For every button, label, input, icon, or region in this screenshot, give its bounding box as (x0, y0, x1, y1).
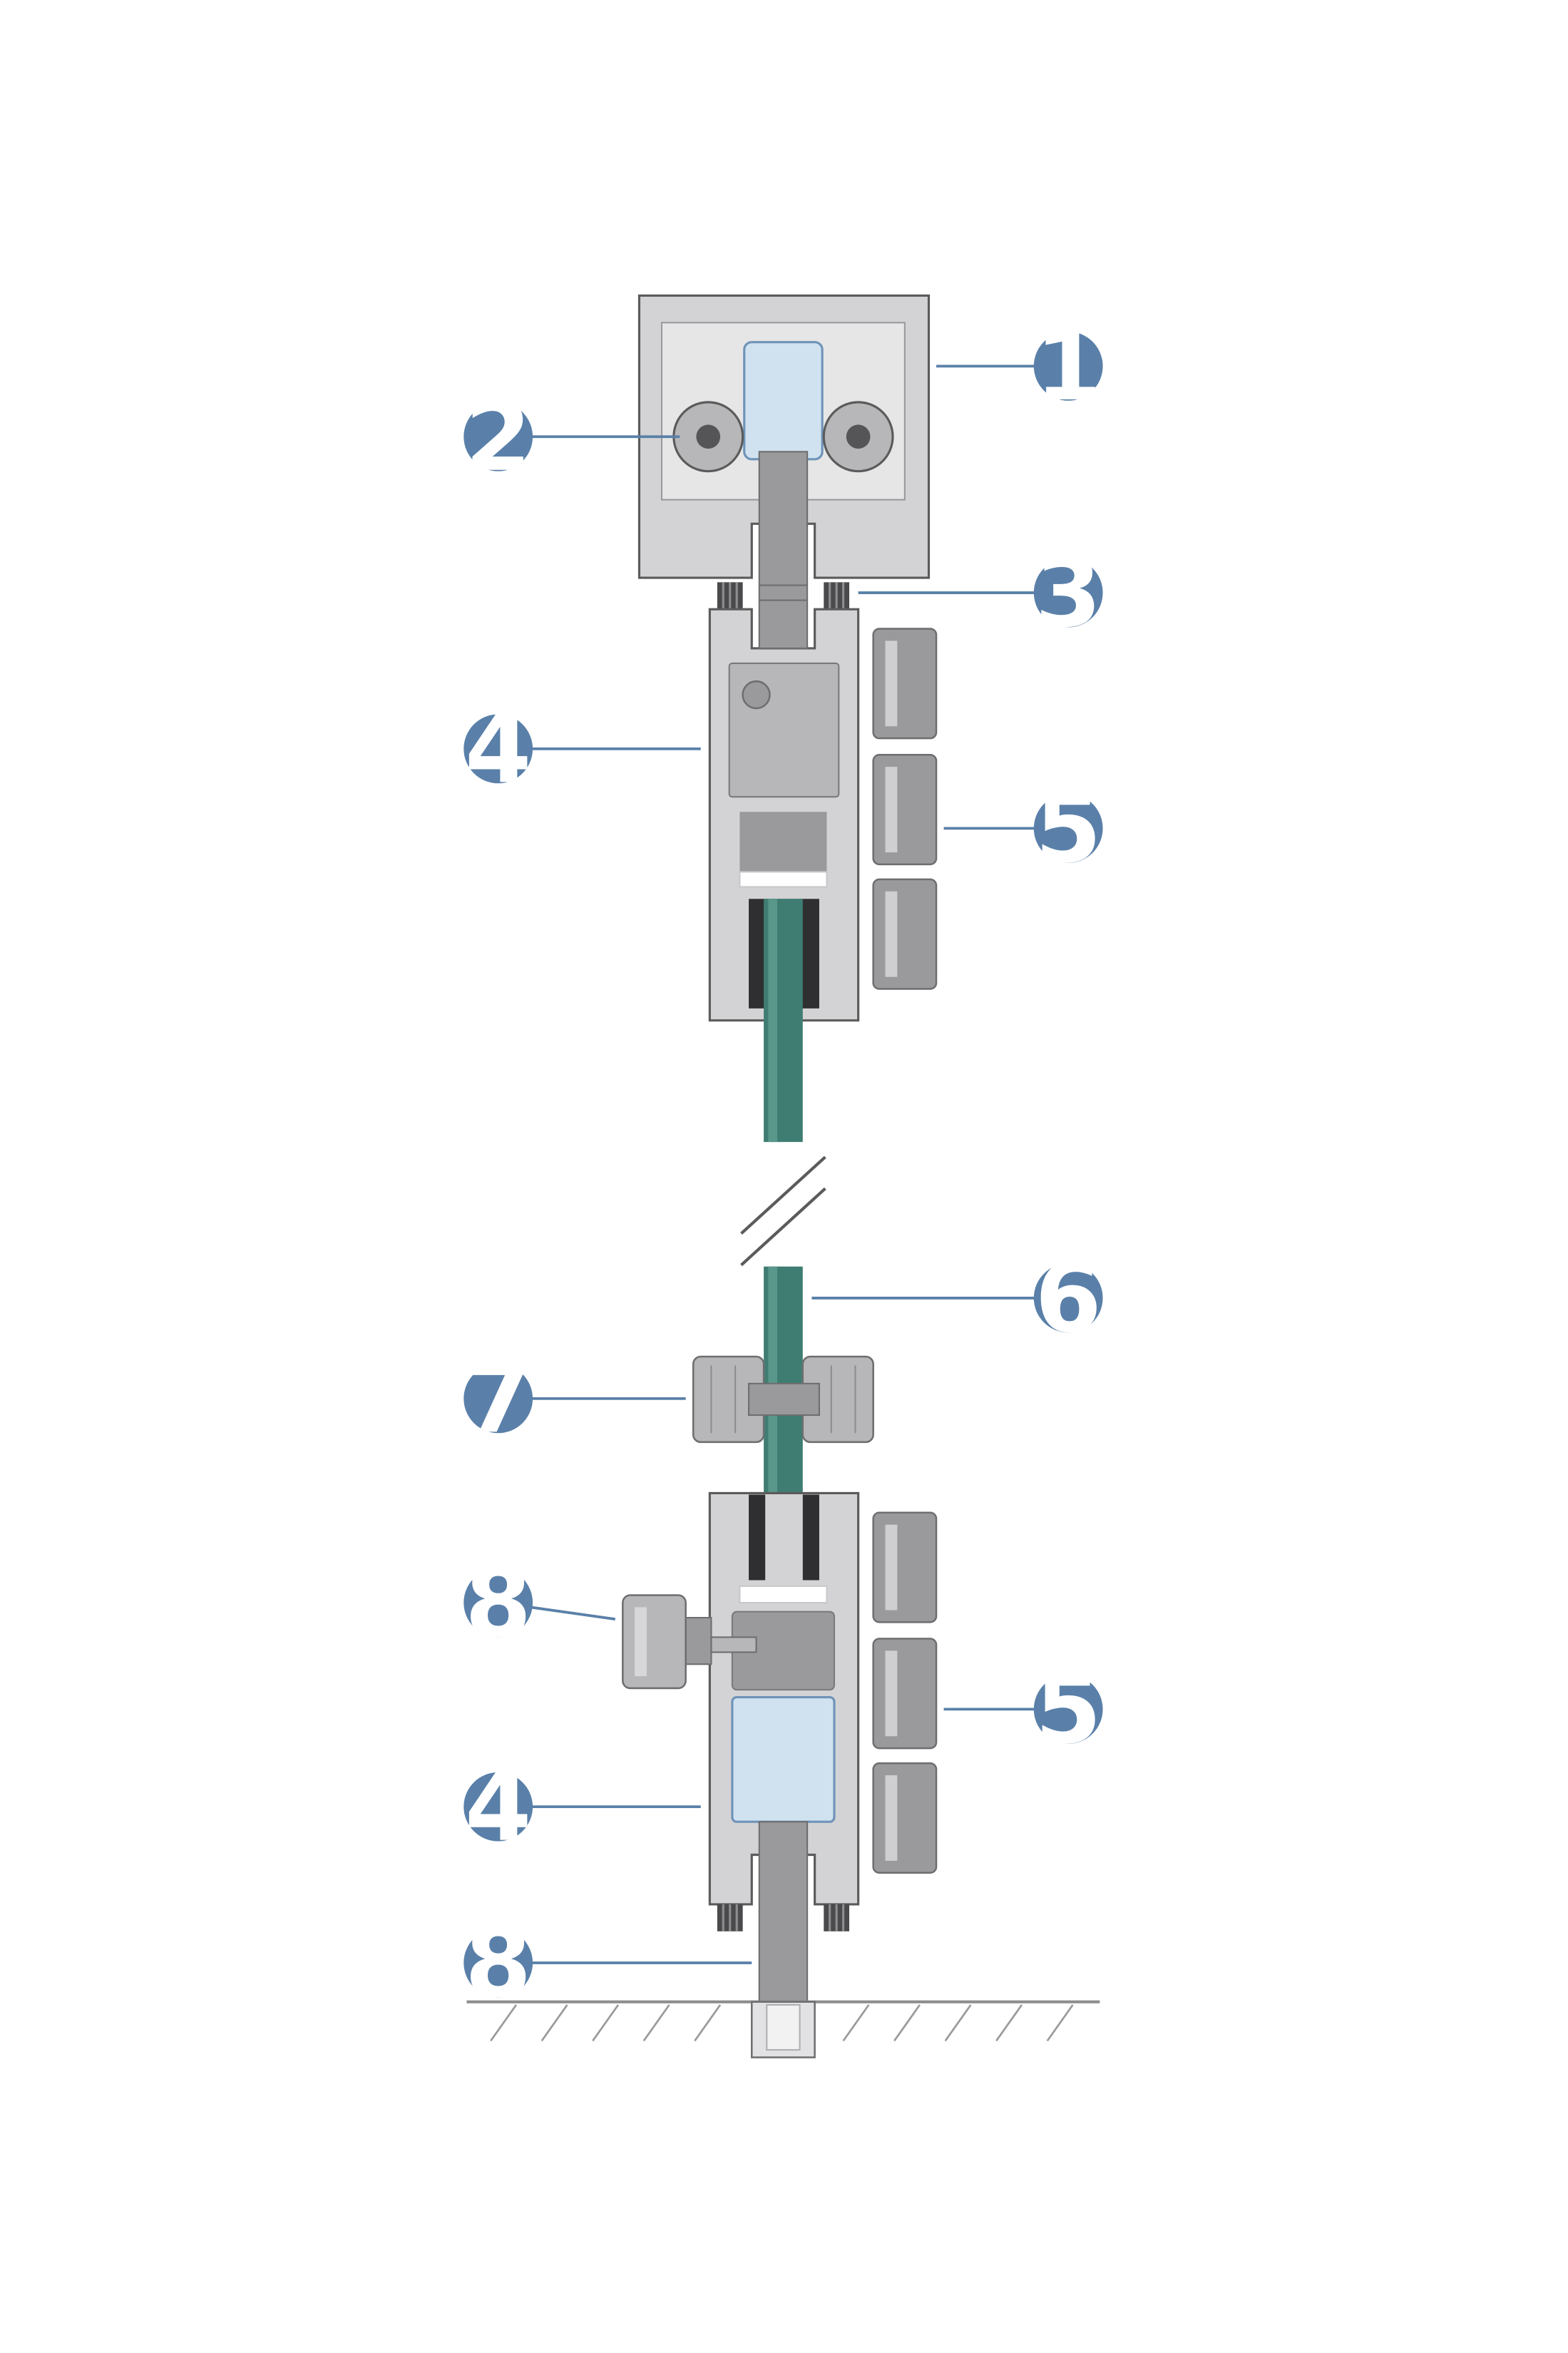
lower-clamp-strip (739, 1585, 828, 1604)
number-badge-icon (463, 1928, 533, 1998)
number-badge-icon (1033, 331, 1103, 401)
callout-3: 3 (858, 537, 1103, 649)
lower-glass-window (731, 1695, 836, 1823)
number-badge-icon (463, 402, 533, 471)
callout-number: 8 (465, 1547, 532, 1659)
break-symbol (740, 1155, 826, 1267)
floor-anchor (751, 2001, 816, 2058)
callout-number: 8 (465, 1907, 532, 2018)
callout-number: 5 (1035, 1653, 1102, 1765)
pulley-left (672, 401, 744, 473)
upper-carrier-plate (728, 662, 840, 798)
callout-7: 7 (463, 1342, 686, 1454)
lower-side-blocks (872, 1511, 938, 1874)
callout-number: 3 (1035, 537, 1102, 649)
callouts: 1 2 3 4 5 6 7 (463, 310, 1103, 2018)
callout-number: 2 (465, 381, 532, 493)
upper-carrier-bolt (742, 680, 771, 710)
lower-carrier (708, 1491, 860, 1906)
coupling-screws-upper (717, 582, 850, 610)
cable-upper-segment (764, 899, 803, 1143)
callout-number: 6 (1035, 1242, 1102, 1354)
callout-4-lower: 4 (463, 1751, 701, 1863)
number-badge-icon (463, 1364, 533, 1434)
pulley-right (822, 401, 894, 473)
callout-number: 4 (465, 1751, 532, 1863)
callout-number: 7 (465, 1342, 532, 1454)
number-badge-icon (463, 1568, 533, 1638)
callout-number: 1 (1035, 310, 1102, 422)
callout-number: 4 (465, 693, 532, 805)
lower-cable-guide-left (749, 1494, 766, 1581)
number-badge-icon (463, 1772, 533, 1842)
upper-cable-clamp (739, 812, 827, 872)
number-badge-icon (1033, 558, 1103, 628)
number-badge-icon (1033, 1263, 1103, 1333)
number-badge-icon (1033, 793, 1103, 863)
upper-side-blocks (872, 628, 938, 990)
upper-connecting-rod (758, 451, 809, 649)
callout-number: 5 (1035, 772, 1102, 884)
callout-2: 2 (463, 381, 680, 493)
floor-anchor-rod (758, 1821, 809, 2006)
tension-knob (622, 1594, 757, 1690)
callout-5-lower: 5 (943, 1653, 1103, 1765)
cable-grip-clamp-bar (748, 1382, 820, 1417)
number-badge-icon (1033, 1675, 1103, 1744)
callout-5-upper: 5 (943, 772, 1103, 884)
callout-4-upper: 4 (463, 693, 701, 805)
number-badge-icon (463, 714, 533, 784)
callout-8-lower: 8 (463, 1907, 752, 2018)
callout-1: 1 (936, 310, 1103, 422)
top-glass-window (743, 341, 824, 461)
cable-grip (692, 1355, 874, 1444)
upper-clamp-strip (739, 871, 828, 888)
coupling-screws-lower (717, 1904, 850, 1931)
lower-cable-guide-right (802, 1494, 819, 1581)
callout-8-upper: 8 (463, 1547, 616, 1659)
callout-6: 6 (811, 1242, 1103, 1354)
